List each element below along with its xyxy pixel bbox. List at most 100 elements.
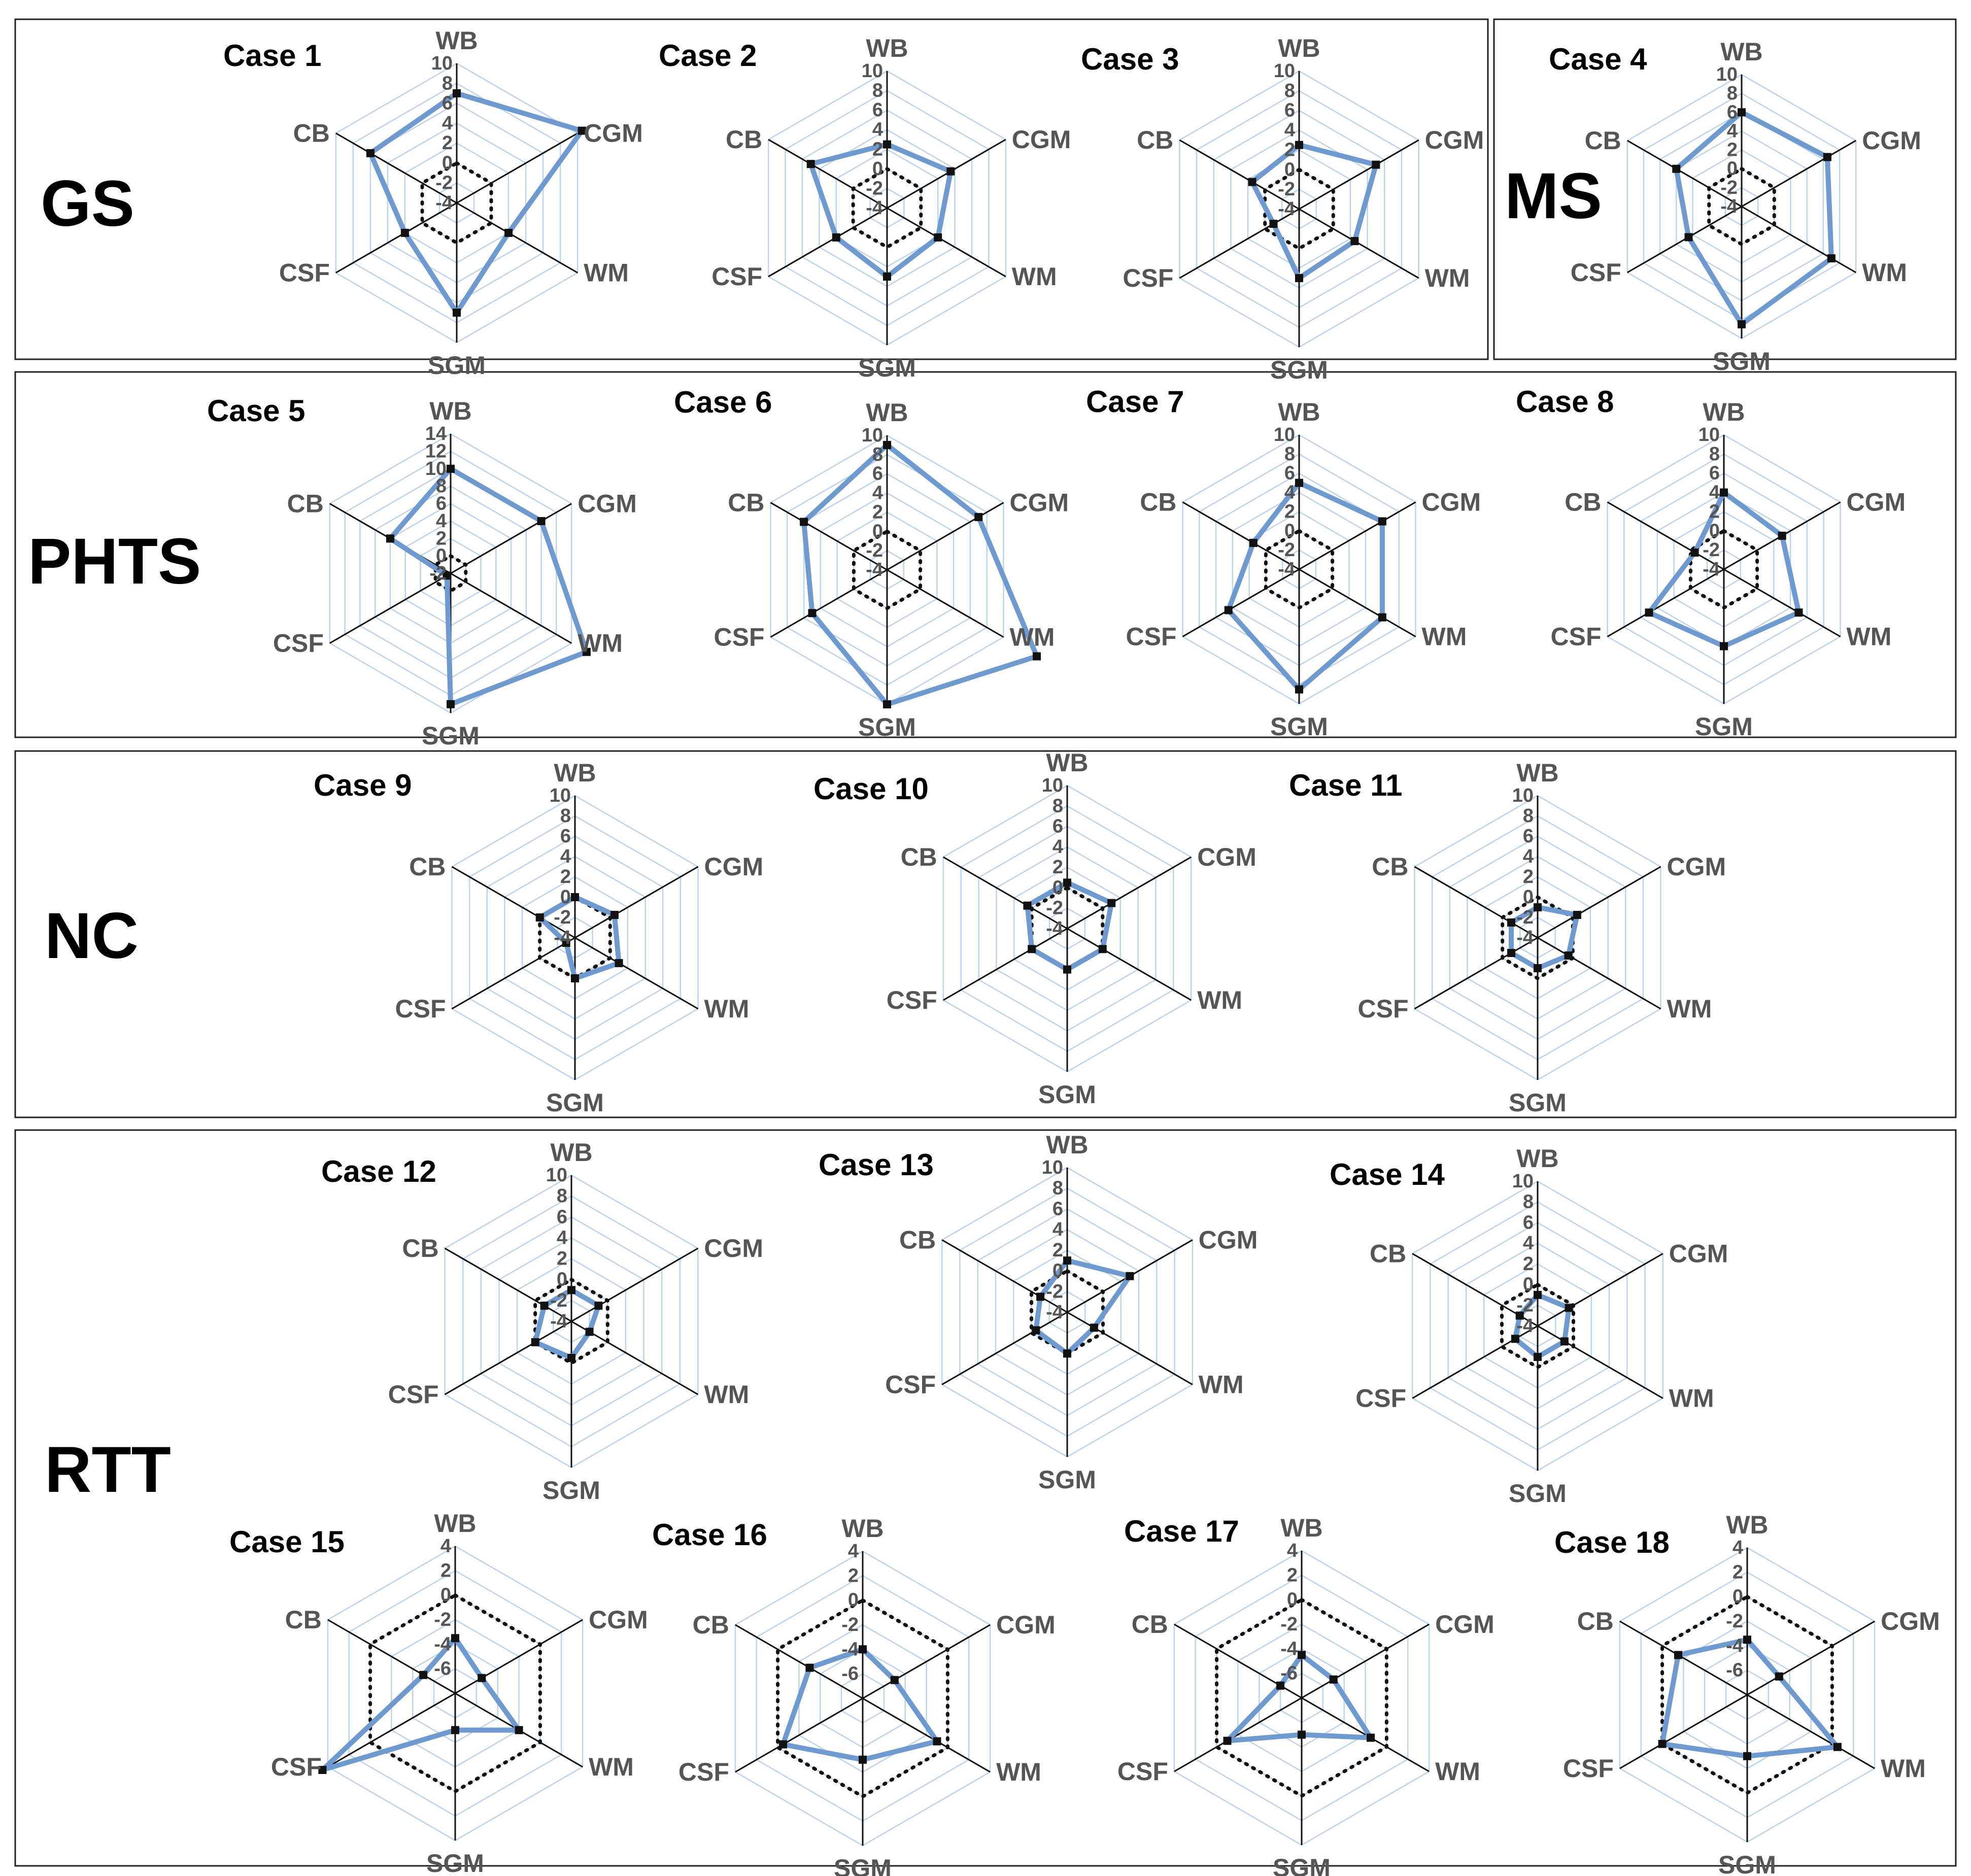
tick-label: -4 xyxy=(1278,559,1295,580)
tick-label: 10 xyxy=(425,458,447,480)
data-point-wb xyxy=(883,140,891,149)
data-point-cgm xyxy=(1565,1304,1573,1312)
tick-label: 0 xyxy=(1727,158,1738,180)
axis-label-wm: WM xyxy=(704,1380,749,1409)
axis-label-csf: CSF xyxy=(678,1758,729,1786)
tick-label: -2 xyxy=(435,173,453,194)
data-point-wm xyxy=(1794,608,1803,617)
axis-label-wb: WB xyxy=(1280,1514,1322,1542)
tick-label: 6 xyxy=(436,493,447,515)
data-point-cgm xyxy=(974,513,983,521)
axis-label-cgm: CGM xyxy=(1435,1610,1494,1639)
axis-label-cb: CB xyxy=(1132,1610,1168,1639)
data-point-cgm xyxy=(577,126,586,135)
tick-label: -4 xyxy=(866,197,883,219)
data-point-wb xyxy=(1295,141,1303,149)
spoke-wm xyxy=(1741,206,1856,274)
series-line xyxy=(367,90,585,316)
spoke-cb xyxy=(444,1247,572,1322)
data-point-wm xyxy=(1560,1337,1569,1346)
axis-label-csf: CSF xyxy=(1551,623,1602,651)
spoke-wm xyxy=(1067,928,1192,1001)
spoke-csf xyxy=(327,1692,456,1768)
axis-label-wb: WB xyxy=(429,397,471,425)
tick-label: -4 xyxy=(1278,198,1295,220)
tick-label: 0 xyxy=(1052,1260,1063,1282)
tick-label: -2 xyxy=(429,563,447,584)
data-point-sgm xyxy=(1295,685,1303,694)
axis-label-sgm: SGM xyxy=(546,1088,604,1117)
data-point-cb xyxy=(1248,178,1256,186)
case-title: Case 2 xyxy=(659,39,757,73)
tick-label: 8 xyxy=(872,444,883,465)
data-point-cgm xyxy=(1573,911,1581,919)
spoke-csf xyxy=(1607,568,1724,637)
axis-label-sgm: SGM xyxy=(1509,1088,1567,1117)
spoke-wm xyxy=(862,1697,991,1773)
data-point-cb xyxy=(1023,901,1032,910)
data-point-csf xyxy=(562,939,570,947)
data-point-wb xyxy=(1534,903,1542,911)
tick-label: 0 xyxy=(440,1585,451,1606)
reference-ring xyxy=(1707,166,1776,247)
spoke-wm xyxy=(887,569,1004,638)
axis-label-wb: WB xyxy=(435,26,478,55)
case-title: Case 14 xyxy=(1330,1157,1445,1191)
reference-ring xyxy=(420,161,493,245)
panel-ms xyxy=(1493,18,1957,360)
axis-label-cgm: CGM xyxy=(1669,1240,1728,1268)
data-point-wb xyxy=(1738,108,1746,117)
data-point-wm xyxy=(1367,1733,1375,1742)
axis-label-csf: CSF xyxy=(279,259,330,287)
spoke-cb xyxy=(943,856,1068,930)
data-point-wb xyxy=(1720,488,1728,497)
axis-label-csf: CSF xyxy=(1123,264,1173,292)
data-point-cb xyxy=(386,534,394,543)
case-title: Case 4 xyxy=(1549,42,1647,76)
tick-label: -2 xyxy=(1703,539,1720,561)
tick-label: -4 xyxy=(554,927,571,948)
tick-label: 4 xyxy=(1284,120,1295,141)
tick-label: 0 xyxy=(1523,886,1534,908)
spoke-cgm xyxy=(1299,139,1419,210)
data-point-wm xyxy=(934,233,942,242)
panel-phts xyxy=(14,371,1957,738)
tick-label: -2 xyxy=(554,907,571,928)
spoke-csf xyxy=(444,1320,572,1395)
spoke-wm xyxy=(456,202,578,274)
axis-label-sgm: SGM xyxy=(1270,712,1328,741)
axis-label-cb: CB xyxy=(287,490,324,518)
axis-label-cb: CB xyxy=(899,1226,936,1254)
tick-label: 8 xyxy=(557,1185,567,1207)
axis-label-wb: WB xyxy=(1516,1144,1558,1173)
tick-label: 0 xyxy=(1709,520,1720,541)
axis-label-wb: WB xyxy=(1046,748,1088,777)
axis-label-wb: WB xyxy=(554,759,596,787)
data-point-wb xyxy=(1298,1651,1306,1659)
spoke-cb xyxy=(1607,501,1724,570)
tick-label: -4 xyxy=(1516,1315,1534,1337)
tick-label: 6 xyxy=(1284,463,1295,484)
series-line xyxy=(1025,880,1114,972)
tick-label: 2 xyxy=(1052,857,1063,878)
data-point-sgm xyxy=(1295,274,1303,282)
tick-label: 4 xyxy=(1284,482,1295,503)
spoke-cb xyxy=(1619,1620,1748,1696)
tick-label: 4 xyxy=(442,113,453,134)
axis-label-cb: CB xyxy=(1140,488,1176,517)
axis-label-wm: WM xyxy=(1667,995,1712,1023)
reference-ring xyxy=(1660,1594,1834,1795)
tick-label: 4 xyxy=(1727,120,1738,142)
axis-label-cgm: CGM xyxy=(1010,489,1069,517)
reference-ring xyxy=(1500,1282,1575,1370)
data-point-sgm xyxy=(567,1354,575,1362)
data-point-cgm xyxy=(1378,517,1386,526)
spoke-cb xyxy=(941,1239,1068,1313)
tick-label: 4 xyxy=(872,119,883,141)
axis-label-wm: WM xyxy=(1422,623,1467,651)
data-point-cgm xyxy=(1107,899,1116,907)
tick-label: 10 xyxy=(862,425,883,446)
axis-label-cb: CB xyxy=(293,119,330,148)
